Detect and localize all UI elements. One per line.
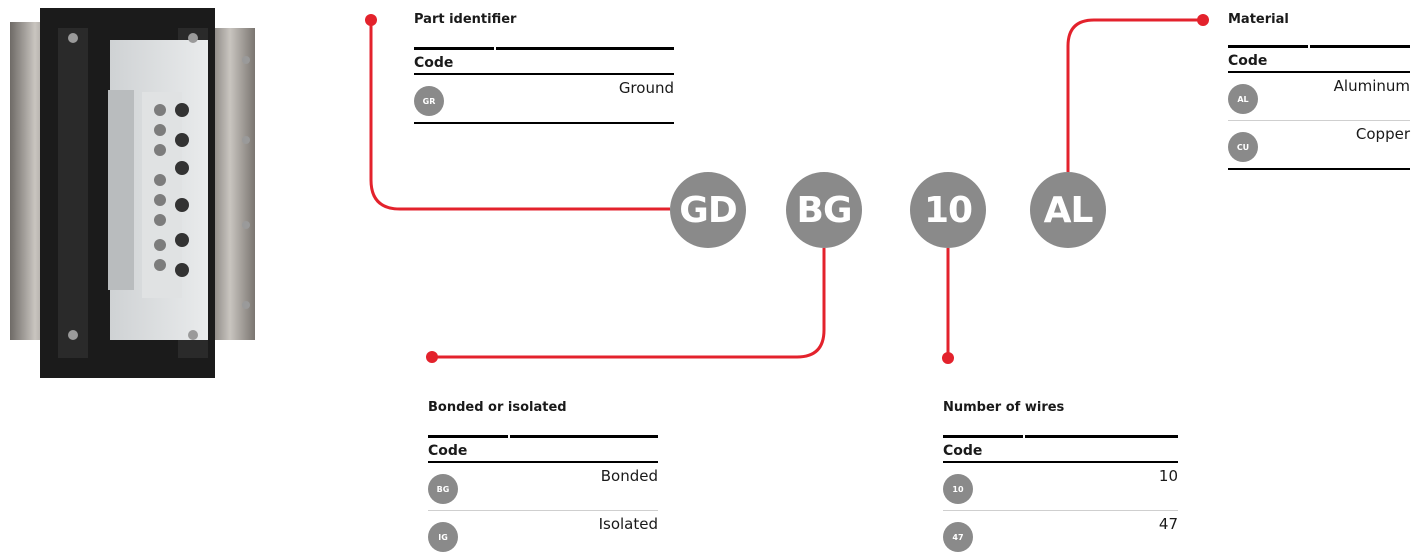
number-of-wires-block: Number of wires Code 10 10 47 47 [943, 400, 1178, 558]
code-description: 47 [1158, 515, 1178, 533]
code-row: IG Isolated [428, 511, 658, 558]
code-badge: GR [414, 86, 444, 116]
divider [943, 435, 1178, 438]
code-circle-part: GD [670, 172, 746, 248]
connector-bonded [432, 248, 826, 359]
connector-dot-part [365, 14, 377, 26]
block-title: Bonded or isolated [428, 400, 567, 415]
connector-part [369, 20, 670, 211]
bonded-isolated-block: Bonded or isolated Code BG Bonded IG Iso… [428, 400, 658, 558]
divider [428, 435, 658, 438]
code-row: BG Bonded [428, 463, 658, 511]
code-badge: 10 [943, 474, 973, 504]
divider [414, 47, 674, 50]
connector-dot-wires [942, 352, 954, 364]
code-badge: AL [1228, 84, 1258, 114]
code-row: GR Ground [414, 75, 674, 124]
connector-material [1066, 18, 1203, 172]
code-badge: BG [428, 474, 458, 504]
code-row: 47 47 [943, 511, 1178, 558]
block-title: Part identifier [414, 12, 517, 27]
code-row: 10 10 [943, 463, 1178, 511]
code-circle-bonded: BG [786, 172, 862, 248]
code-description: Isolated [598, 515, 658, 533]
code-description: Ground [618, 79, 674, 97]
connector-dot-material [1197, 14, 1209, 26]
code-description: Bonded [600, 467, 658, 485]
code-badge: CU [1228, 132, 1258, 162]
material-block: Material Code AL Aluminum CU Copper [1228, 12, 1410, 170]
code-badge: IG [428, 522, 458, 552]
code-header: Code [943, 440, 1178, 463]
block-title: Number of wires [943, 400, 1065, 415]
code-row: AL Aluminum [1228, 73, 1410, 121]
code-header: Code [1228, 50, 1410, 73]
connector-dot-bonded [426, 351, 438, 363]
code-description: Aluminum [1333, 77, 1410, 95]
code-header: Code [414, 52, 674, 75]
part-identifier-block: Part identifier Code GR Ground [414, 12, 674, 124]
code-circle-wires: 10 [910, 172, 986, 248]
code-circle-material: AL [1030, 172, 1106, 248]
divider [1228, 45, 1410, 48]
block-title: Material [1228, 12, 1289, 27]
code-row: CU Copper [1228, 121, 1410, 170]
code-description: 10 [1158, 467, 1178, 485]
code-header: Code [428, 440, 658, 463]
code-description: Copper [1355, 125, 1410, 143]
code-badge: 47 [943, 522, 973, 552]
product-image [10, 8, 255, 378]
